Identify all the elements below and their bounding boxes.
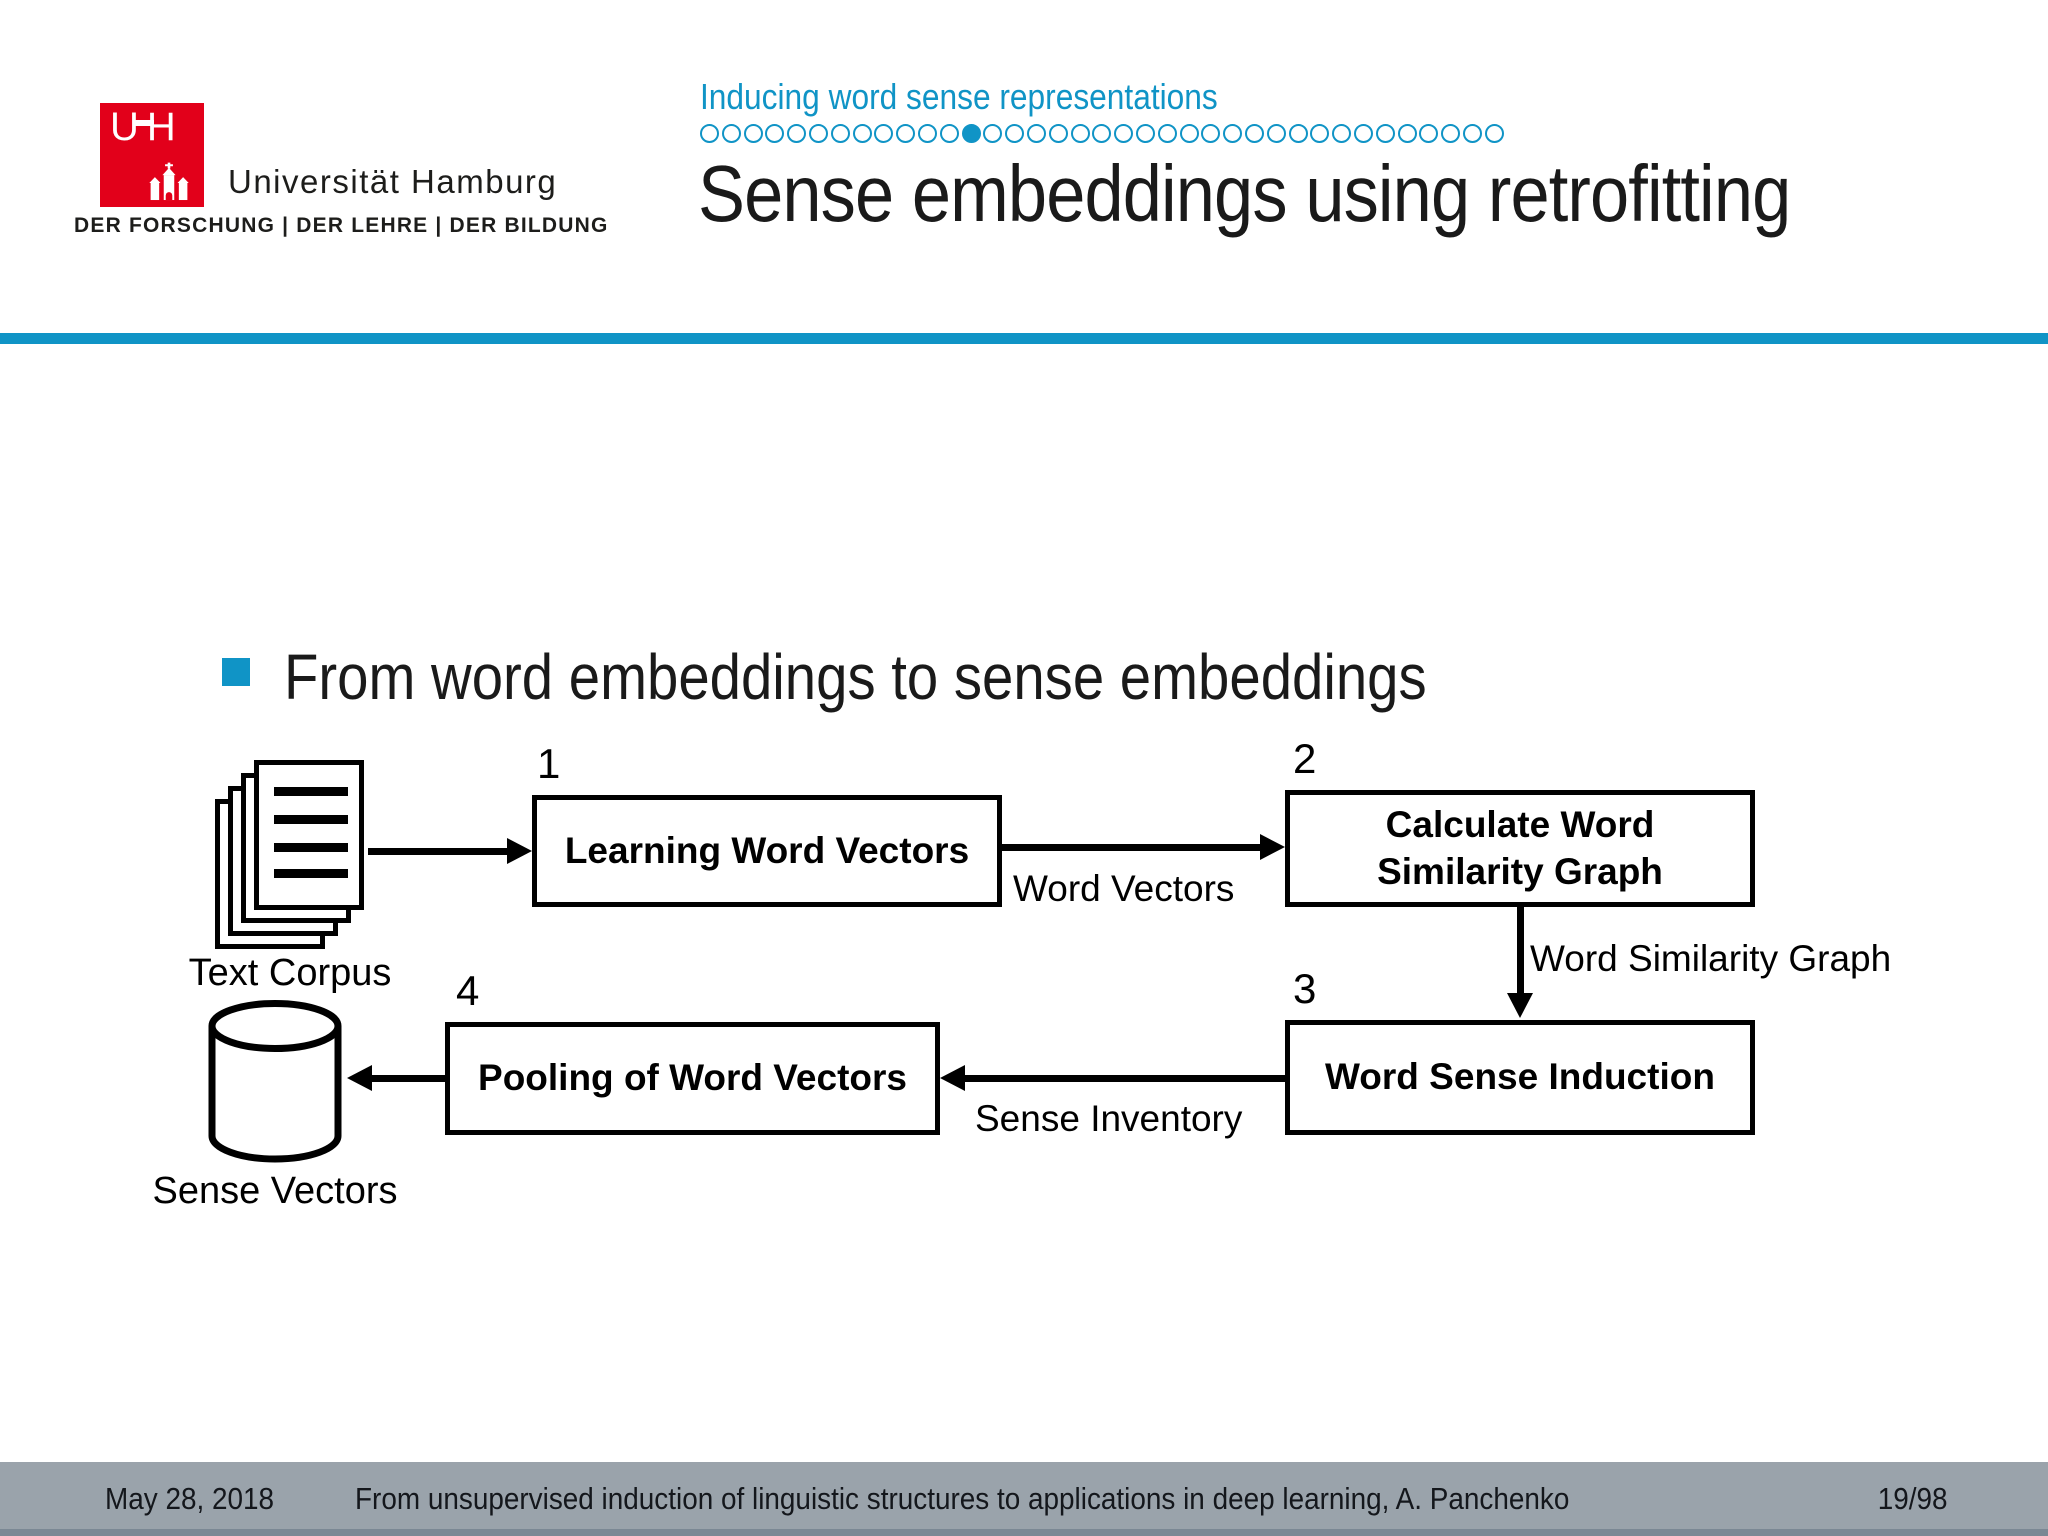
step-number-4: 4 xyxy=(456,967,480,1014)
footer-page-number: 19/98 xyxy=(1878,1481,1948,1516)
university-name: Universität Hamburg xyxy=(228,163,558,200)
arrow-node4-to-sense-vectors xyxy=(347,1065,445,1091)
progress-dot xyxy=(1179,124,1199,143)
footer-bar: May 28, 2018 From unsupervised induction… xyxy=(0,1462,2048,1536)
node-pooling-of-word-vectors: Pooling of Word Vectors xyxy=(445,1022,940,1135)
footer-bottom-strip xyxy=(0,1529,2048,1536)
progress-dot xyxy=(1310,124,1330,143)
progress-dot xyxy=(1441,124,1461,143)
step-number-1: 1 xyxy=(537,740,561,787)
arrow-corpus-to-node1 xyxy=(368,838,532,864)
progress-dot xyxy=(1157,124,1177,143)
progress-dot xyxy=(1223,124,1243,143)
edge-label-sense-inventory: Sense Inventory xyxy=(975,1098,1243,1139)
arrow-node1-to-node2 xyxy=(1002,834,1285,860)
progress-dot xyxy=(1092,124,1112,143)
progress-dot xyxy=(1026,124,1046,143)
uh-logo-letters: UH xyxy=(110,105,184,149)
edge-label-word-similarity-graph: Word Similarity Graph xyxy=(1530,938,1892,979)
progress-dot-current xyxy=(961,124,981,143)
hamburg-castle-icon xyxy=(149,162,189,201)
node-learning-word-vectors: Learning Word Vectors xyxy=(532,795,1002,907)
step-number-2: 2 xyxy=(1293,735,1317,782)
progress-dot xyxy=(1484,124,1504,143)
database-cylinder-icon xyxy=(208,1000,342,1163)
progress-dot xyxy=(1375,124,1395,143)
header-rule xyxy=(0,333,2048,344)
sense-vectors-label: Sense Vectors xyxy=(152,1170,398,1212)
progress-dot xyxy=(721,124,741,143)
slide-title: Sense embeddings using retrofitting xyxy=(698,149,1791,238)
uh-ligature-bar xyxy=(134,120,154,126)
progress-dot xyxy=(1048,124,1068,143)
progress-dot xyxy=(1266,124,1286,143)
progress-dot xyxy=(917,124,937,143)
node-label: Pooling of Word Vectors xyxy=(478,1057,907,1099)
section-breadcrumb: Inducing word sense representations xyxy=(700,76,1218,117)
node-label: Word Sense Induction xyxy=(1325,1056,1715,1098)
progress-dot xyxy=(787,124,807,143)
university-logo: UH xyxy=(100,103,204,207)
bullet-marker xyxy=(222,658,250,686)
progress-dot xyxy=(939,124,959,143)
progress-dot xyxy=(874,124,894,143)
progress-dot xyxy=(1114,124,1134,143)
progress-dot xyxy=(1332,124,1352,143)
progress-dots xyxy=(700,124,1504,143)
document-stack-icon xyxy=(215,760,364,949)
progress-dot xyxy=(743,124,763,143)
progress-dot xyxy=(1462,124,1482,143)
progress-dot xyxy=(1419,124,1439,143)
university-tagline: DER FORSCHUNG | DER LEHRE | DER BILDUNG xyxy=(74,214,609,237)
node-label: Calculate Word Similarity Graph xyxy=(1377,804,1663,892)
progress-dot xyxy=(1244,124,1264,143)
node-label: Learning Word Vectors xyxy=(564,829,970,871)
progress-dot xyxy=(1201,124,1221,143)
progress-dot xyxy=(1288,124,1308,143)
progress-dot xyxy=(1353,124,1373,143)
progress-dot xyxy=(1397,124,1417,143)
footer-reference: From unsupervised induction of linguisti… xyxy=(355,1481,1570,1516)
progress-dot xyxy=(765,124,785,143)
edge-label-word-vectors: Word Vectors xyxy=(1013,868,1235,909)
progress-dot xyxy=(830,124,850,143)
step-number-3: 3 xyxy=(1293,965,1317,1012)
progress-dot xyxy=(808,124,828,143)
progress-dot xyxy=(983,124,1003,143)
progress-dot xyxy=(896,124,916,143)
node-calculate-word-similarity-graph: Calculate Word Similarity Graph xyxy=(1285,790,1755,907)
arrow-node2-to-node3 xyxy=(1507,907,1533,1018)
bullet-text: From word embeddings to sense embeddings xyxy=(284,641,1427,713)
progress-dot xyxy=(1005,124,1025,143)
progress-dot xyxy=(700,124,719,143)
progress-dot xyxy=(852,124,872,143)
text-corpus-label: Text Corpus xyxy=(188,952,392,994)
footer-date: May 28, 2018 xyxy=(105,1481,275,1516)
arrow-node3-to-node4 xyxy=(940,1065,1285,1091)
progress-dot xyxy=(1135,124,1155,143)
progress-dot xyxy=(1070,124,1090,143)
node-word-sense-induction: Word Sense Induction xyxy=(1285,1020,1755,1135)
